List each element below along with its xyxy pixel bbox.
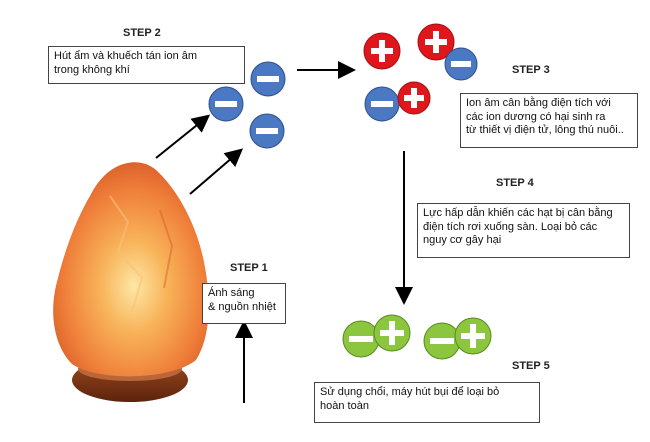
arrow-lamp-to-ions-lower xyxy=(189,148,244,195)
neutralized-ion-pair xyxy=(342,314,411,358)
negative-ion xyxy=(208,86,244,122)
lamp-salt-crystal xyxy=(53,162,209,377)
step-4-label: STEP 4 xyxy=(496,177,534,189)
negative-ion xyxy=(364,86,400,122)
negative-ion xyxy=(250,61,286,97)
step-3-description: Ion âm cân bằng điện tích với các ion dư… xyxy=(460,93,638,148)
arrow-lamp-to-ions-upper xyxy=(155,114,211,159)
step-5-label: STEP 5 xyxy=(512,360,550,372)
step-3-label: STEP 3 xyxy=(512,64,550,76)
positive-ion xyxy=(397,81,431,115)
step-2-label: STEP 2 xyxy=(123,27,161,39)
neutralized-ion-pair xyxy=(423,317,492,360)
negative-ion xyxy=(444,47,478,81)
positive-ion xyxy=(417,23,455,61)
step-5-description: Sử dụng chổi, máy hút bụi để loại bỏ hoà… xyxy=(314,382,540,423)
negative-ion xyxy=(249,113,285,149)
step-2-description: Hút ẩm và khuếch tán ion âm trong không … xyxy=(48,46,245,84)
positive-ion xyxy=(363,32,401,70)
step-4-description: Lực hấp dẫn khiến các hạt bị cân bằng đi… xyxy=(417,203,630,258)
step-1-description: Ánh sáng & nguồn nhiệt xyxy=(202,283,286,324)
step-1-label: STEP 1 xyxy=(230,262,268,274)
